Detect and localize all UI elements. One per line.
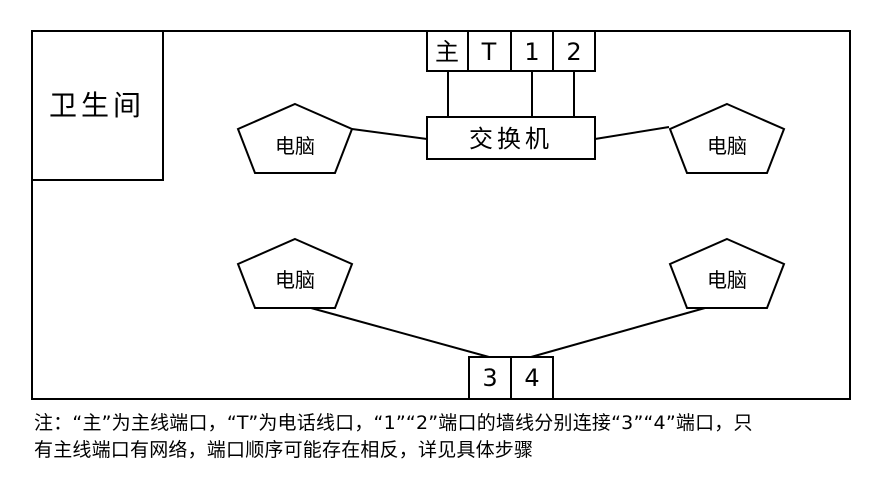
port-4 xyxy=(510,356,554,400)
bottom-wall-port-panel: 3 4 xyxy=(468,356,554,400)
footnote-line-2: 有主线端口有网络，端口顺序可能存在相反，详见具体步骤 xyxy=(34,439,534,461)
pc-bottom-right-label: 电脑 xyxy=(707,268,747,292)
switch-label: 交换机 xyxy=(469,125,553,153)
cable-switch-to-pc-top-left xyxy=(351,128,428,140)
pc-bottom-left xyxy=(236,237,354,309)
pc-top-left xyxy=(236,102,354,174)
footnote-line-1: 注：“主”为主线端口，“T”为电话线口，“1”“2”端口的墙线分别连接“3”“4… xyxy=(34,412,753,434)
port-phone xyxy=(467,30,512,72)
port-1-label: 1 xyxy=(524,38,539,66)
pc-top-right-label: 电脑 xyxy=(707,134,747,158)
cable-switch-to-pc-top-right xyxy=(594,126,670,140)
port-3 xyxy=(468,356,512,400)
pc-top-right xyxy=(668,102,786,174)
cable-pc-bottom-right-to-port-4 xyxy=(530,307,706,358)
port-2-label: 2 xyxy=(566,38,581,66)
bathroom-label: 卫生间 xyxy=(49,89,145,122)
pc-bottom-right xyxy=(668,237,786,309)
port-3-label: 3 xyxy=(482,364,497,392)
port-4-label: 4 xyxy=(524,364,539,392)
port-phone-label: T xyxy=(481,38,497,66)
pc-top-left-label: 电脑 xyxy=(275,134,315,158)
network-diagram: 卫生间 主 T 1 2 交换机 电脑 电脑 电脑 电脑 3 4 xyxy=(31,30,851,400)
bathroom-box xyxy=(31,30,164,181)
pc-bottom-left-label: 电脑 xyxy=(275,268,315,292)
port-2 xyxy=(552,30,596,72)
top-wall-port-panel: 主 T 1 2 xyxy=(426,30,596,72)
footnote: 注：“主”为主线端口，“T”为电话线口，“1”“2”端口的墙线分别连接“3”“4… xyxy=(34,410,854,464)
cable-pc-bottom-left-to-port-3 xyxy=(310,307,490,358)
port-main-label: 主 xyxy=(435,38,459,66)
